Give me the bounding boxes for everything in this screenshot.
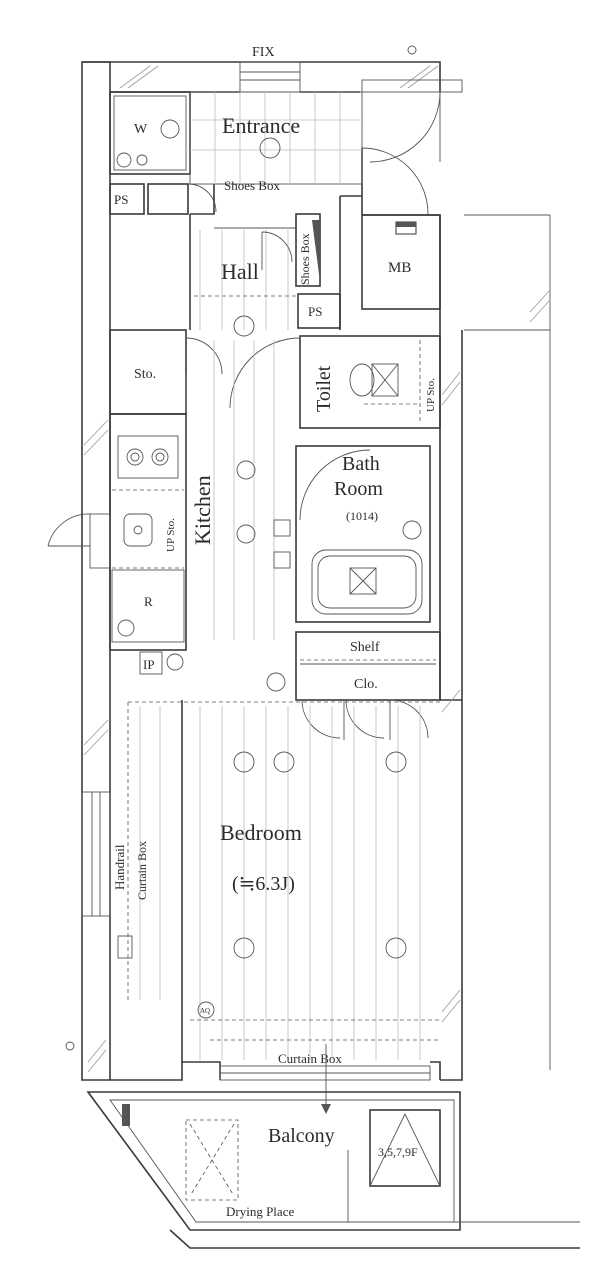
bedroom-window: Handrail Curtain Box	[65, 791, 149, 1051]
sto-label: Sto.	[134, 367, 156, 382]
fridge: R	[111, 569, 185, 643]
fix-window: FIX	[239, 45, 417, 93]
bedroom: AQ Bedroom (≒6.3J) Curtain Box	[127, 700, 440, 1066]
bath-room: Bath Room (1014)	[295, 445, 431, 623]
bedroom-label: Bedroom	[220, 820, 302, 845]
ip-label: IP	[143, 657, 155, 672]
balcony-door[interactable]	[219, 1044, 431, 1114]
kitchen-side-door[interactable]	[47, 513, 111, 569]
bath-size-label: (1014)	[346, 509, 378, 523]
handrail-label: Handrail	[112, 844, 127, 890]
toilet-label: Toilet	[313, 365, 335, 412]
up-sto-2-label: UP Sto.	[165, 518, 177, 552]
ps-2-label: PS	[308, 304, 322, 319]
fix-label: FIX	[252, 45, 275, 60]
storage: Sto.	[109, 329, 223, 415]
hall: Hall	[189, 184, 296, 337]
aq-label: AQ	[200, 1007, 210, 1015]
curtain-box-bottom-label: Curtain Box	[278, 1051, 342, 1066]
ip: IP	[139, 651, 184, 675]
entrance-area: Entrance	[189, 91, 363, 185]
bath-label-line1: Bath	[342, 453, 380, 475]
balcony-label: Balcony	[268, 1125, 335, 1147]
wall-hatching	[83, 65, 551, 1073]
ps-1: PS	[109, 183, 145, 215]
bath-label-line2: Room	[334, 478, 383, 500]
up-sto-1-label: UP Sto.	[425, 378, 437, 412]
central-floor	[213, 340, 291, 692]
shelf-label: Shelf	[350, 640, 380, 655]
kitchen: UP Sto. Kitchen	[109, 413, 215, 651]
bedroom-size-label: (≒6.3J)	[232, 873, 295, 895]
r-label: R	[144, 594, 153, 609]
curtain-box-side-label: Curtain Box	[135, 841, 149, 900]
shoes-box-1: Shoes Box	[147, 178, 280, 215]
w-label: W	[134, 122, 148, 137]
kitchen-label: Kitchen	[190, 475, 215, 545]
toilet: Toilet UP Sto.	[229, 335, 441, 429]
balcony: 3,5,7,9F Balcony Drying Place	[86, 1091, 580, 1249]
entrance-door[interactable]	[361, 79, 463, 216]
floors-label: 3,5,7,9F	[378, 1145, 418, 1159]
mb: MB	[339, 195, 441, 330]
washer-space: W	[109, 91, 191, 175]
entrance-label: Entrance	[222, 113, 300, 138]
mb-label: MB	[388, 260, 411, 276]
ps-1-label: PS	[114, 192, 128, 207]
closet: Shelf Clo.	[295, 631, 441, 740]
hall-label: Hall	[221, 259, 259, 284]
shoes-box-2: Shoes Box	[261, 213, 321, 287]
shoes-box-1-label: Shoes Box	[224, 178, 280, 193]
shoes-box-2-label: Shoes Box	[298, 233, 312, 285]
ps-2: PS	[297, 293, 341, 329]
drying-place-label: Drying Place	[226, 1204, 294, 1219]
outer-walls	[81, 61, 551, 1081]
clo-label: Clo.	[354, 677, 378, 692]
